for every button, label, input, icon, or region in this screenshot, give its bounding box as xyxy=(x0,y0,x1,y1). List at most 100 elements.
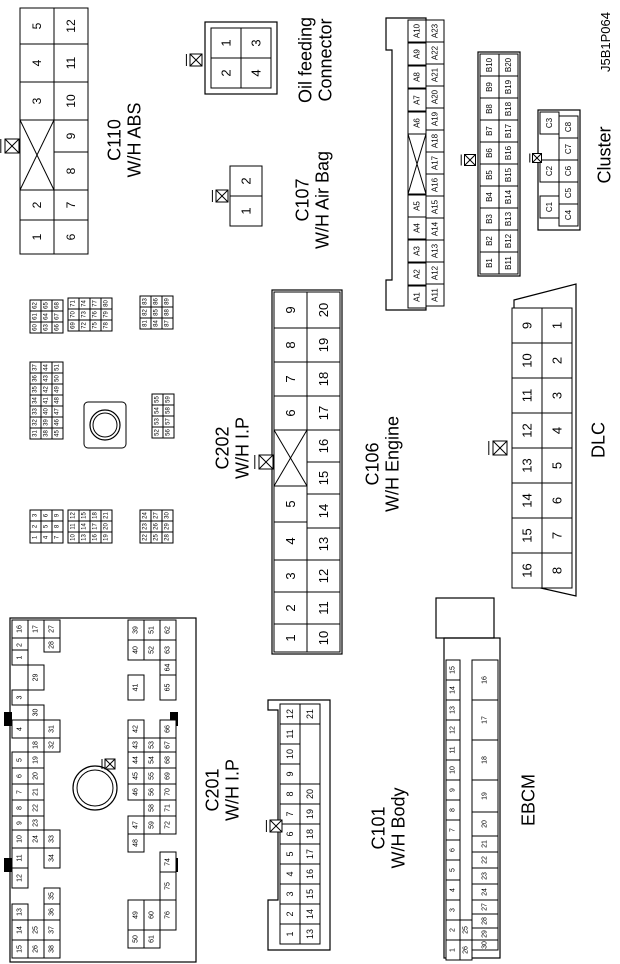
pin-number: C8 xyxy=(564,121,573,132)
pin-number: A21 xyxy=(431,67,440,82)
pin-number: B7 xyxy=(485,126,494,136)
pin-cell xyxy=(511,447,543,484)
pin-number: B16 xyxy=(504,145,513,160)
pin-number: 5 xyxy=(283,500,298,507)
pin-number: 9 xyxy=(17,821,24,825)
pin-number: 14 xyxy=(520,493,535,507)
pin-cell xyxy=(299,923,321,945)
pin-number: 66 xyxy=(165,725,172,733)
pin-cell xyxy=(273,327,308,363)
label-c101: C101W/H Body xyxy=(368,787,408,868)
pin-number: 13 xyxy=(450,706,457,714)
pin-number: A12 xyxy=(431,265,440,280)
pin-number: 6 xyxy=(64,233,78,240)
pin-number: 42 xyxy=(133,725,140,733)
connector-label-line: W/H I.P xyxy=(232,417,252,479)
pin-number: 3 xyxy=(283,572,298,579)
pin-number: 2 xyxy=(33,524,39,528)
pin-number: 18 xyxy=(93,512,99,519)
pin-number: 3 xyxy=(33,513,39,517)
pin-cell xyxy=(511,412,543,449)
pin-number: 8 xyxy=(285,791,295,796)
pin-number: 34 xyxy=(49,854,56,862)
pin-cell xyxy=(53,219,89,255)
pin-number: 84 xyxy=(154,320,160,327)
pin-number: 10 xyxy=(71,534,77,541)
pin-number: B19 xyxy=(504,79,513,94)
pin-number: 25 xyxy=(33,926,40,934)
pin-number: 7 xyxy=(283,375,298,382)
pin-number: 57 xyxy=(166,418,172,425)
pin-number: 17 xyxy=(482,716,489,724)
pin-number: 12 xyxy=(450,726,457,734)
connector-label-line: C202 xyxy=(212,426,232,469)
pin-cell xyxy=(162,426,175,439)
pin-number: C3 xyxy=(545,117,554,128)
pin-number: 14 xyxy=(305,909,315,919)
pin-number: 2 xyxy=(450,928,457,932)
pin-number: 15 xyxy=(316,471,331,485)
label-c106: C106W/H Engine xyxy=(362,416,402,512)
pin-number: 2 xyxy=(219,69,234,76)
pin-number: 5 xyxy=(44,524,50,528)
pin-number: 37 xyxy=(49,926,56,934)
pin-number: 1 xyxy=(283,634,298,641)
pin-number: 29 xyxy=(165,523,171,530)
pin-number: 31 xyxy=(49,725,56,733)
pin-number: 1 xyxy=(33,535,39,539)
mounting-tab xyxy=(4,712,12,726)
pin-cell xyxy=(229,165,263,197)
pin-number: 27 xyxy=(154,512,160,519)
pin-number: 47 xyxy=(133,821,140,829)
pin-cell xyxy=(306,559,341,593)
pin-cell xyxy=(27,664,45,691)
pin-number: B9 xyxy=(485,82,494,92)
pin-number: 1 xyxy=(550,322,565,329)
pin-cell xyxy=(541,377,573,414)
pin-number: 49 xyxy=(133,911,140,919)
pin-number: 9 xyxy=(520,322,535,329)
pin-number: 10 xyxy=(316,631,331,645)
pin-number: 16 xyxy=(482,676,489,684)
pin-number: 5 xyxy=(285,851,295,856)
pin-number: 8 xyxy=(550,567,565,574)
pin-cell xyxy=(425,283,445,307)
connector-label-line: Connector xyxy=(315,18,335,101)
pin-number: 75 xyxy=(165,882,172,890)
connector-housing xyxy=(477,51,521,277)
label-c201: C201W/H I.P xyxy=(202,759,242,821)
pin-cell xyxy=(100,319,113,332)
pin-number: A20 xyxy=(431,89,440,104)
pin-number: 25 xyxy=(463,926,470,934)
pin-number: 14 xyxy=(82,523,88,530)
pin-number: 17 xyxy=(93,523,99,530)
pin-number: A7 xyxy=(413,95,422,105)
pin-number: 56 xyxy=(149,788,156,796)
pin-cell xyxy=(306,493,341,529)
pin-number: 10 xyxy=(520,353,535,367)
pin-number: 13 xyxy=(316,537,331,551)
pin-number: 11 xyxy=(71,523,77,530)
pin-cell xyxy=(43,637,61,653)
connector-label-line: W/H Engine xyxy=(382,416,402,512)
pin-cell xyxy=(161,531,174,544)
pin-number: 1 xyxy=(30,233,44,240)
pin-number: A18 xyxy=(431,133,440,148)
pin-number: 15 xyxy=(82,512,88,519)
pin-number: 13 xyxy=(17,908,24,916)
connector-label-line: W/H I.P xyxy=(222,759,242,821)
pin-cell xyxy=(11,649,29,666)
pin-number: 41 xyxy=(44,397,50,404)
pin-number: 77 xyxy=(93,300,99,307)
pin-number: 67 xyxy=(55,313,61,320)
pin-number: 4 xyxy=(285,871,295,876)
pin-number: A9 xyxy=(413,49,422,59)
pin-number: 28 xyxy=(49,641,56,649)
label-cluster: Cluster xyxy=(594,126,614,183)
pin-number: B12 xyxy=(504,233,513,248)
pin-number: 10 xyxy=(64,94,78,108)
mounting-hole-inner xyxy=(76,769,114,807)
